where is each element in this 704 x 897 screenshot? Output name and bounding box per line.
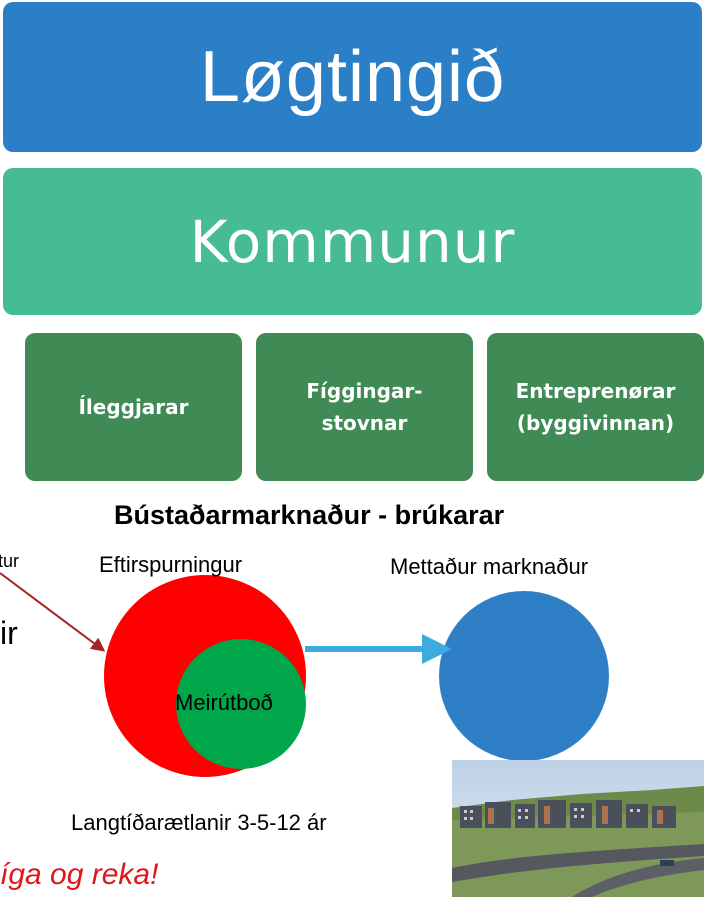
tier-logting-box: Løgtingið <box>3 2 702 152</box>
demand-circle <box>104 575 306 777</box>
saturated-market-circle <box>439 591 609 761</box>
demand-label: Eftirspurningur <box>99 552 243 577</box>
slogan-text: íga og reka! <box>0 858 159 891</box>
tier-contractors-label: Entreprenørar (byggivinnan) <box>515 379 676 435</box>
tier-contractors-box: Entreprenørar (byggivinnan) <box>487 333 704 481</box>
tier-logting-label: Løgtingið <box>199 37 506 117</box>
apartment-buildings-photo <box>452 760 704 897</box>
tier-financial-institutions-box: Fíggingar- stovnar <box>256 333 473 481</box>
tier-investors-box: Íleggjarar <box>25 333 242 481</box>
tier-financial-institutions-label: Fíggingar- stovnar <box>306 379 423 435</box>
tier-municipalities-label: Kommunur <box>189 207 516 276</box>
long-term-plans-label: Langtíðarætlanir 3-5-12 ár <box>71 810 327 835</box>
market-title: Bústaðarmarknaður - brúkarar <box>114 500 505 530</box>
cut-off-text-top-left: tur <box>0 551 20 571</box>
tier-investors-label: Íleggjarar <box>78 395 189 419</box>
saturated-market-label: Mettaður marknaður <box>390 554 589 579</box>
cut-off-text-left: ir <box>0 615 18 651</box>
tier-municipalities-box: Kommunur <box>3 168 702 315</box>
oversupply-label: Meirútboð <box>175 690 273 715</box>
